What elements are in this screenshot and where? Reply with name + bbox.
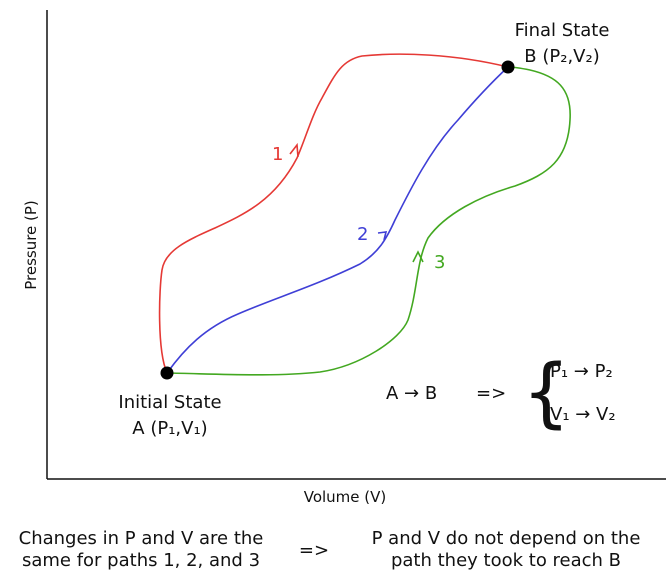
caption-left-line1: Changes in P and V are the [18,528,264,549]
final-state-title: Final State [515,20,610,41]
path-1-arrow [289,142,299,158]
transition-pressure: P₁ → P₂ [550,361,613,382]
final-state-label: B (P₂,V₂) [524,46,599,67]
final-state-point [501,60,515,74]
caption-left-line2: same for paths 1, 2, and 3 [21,550,261,571]
path-3-curve [166,66,571,376]
caption-implies: => [298,540,330,561]
path-3-label: 3 [434,252,445,273]
path-3-arrow [412,250,424,263]
path-2-curve [166,66,509,374]
caption-right-line2: path they took to reach B [390,550,622,571]
initial-state-label: A (P₁,V₁) [132,418,207,439]
x-axis-label: Volume (V) [304,488,387,506]
path-1-label: 1 [272,144,283,165]
caption-right: P and V do not depend on the path they t… [348,528,664,572]
caption-right-line1: P and V do not depend on the [371,528,641,549]
path-1-curve [158,53,509,374]
transition-implies: => [476,383,506,404]
path-2-arrow [377,231,388,241]
caption-left: Changes in P and V are the same for path… [0,528,282,572]
y-axis-label: Pressure (P) [22,200,40,290]
initial-state-point [160,366,174,380]
transition-brace: { [522,347,570,436]
transition-volume: V₁ → V₂ [550,404,616,425]
path-2-label: 2 [357,224,368,245]
initial-state-title: Initial State [118,392,221,413]
transition-lhs: A → B [386,383,437,404]
